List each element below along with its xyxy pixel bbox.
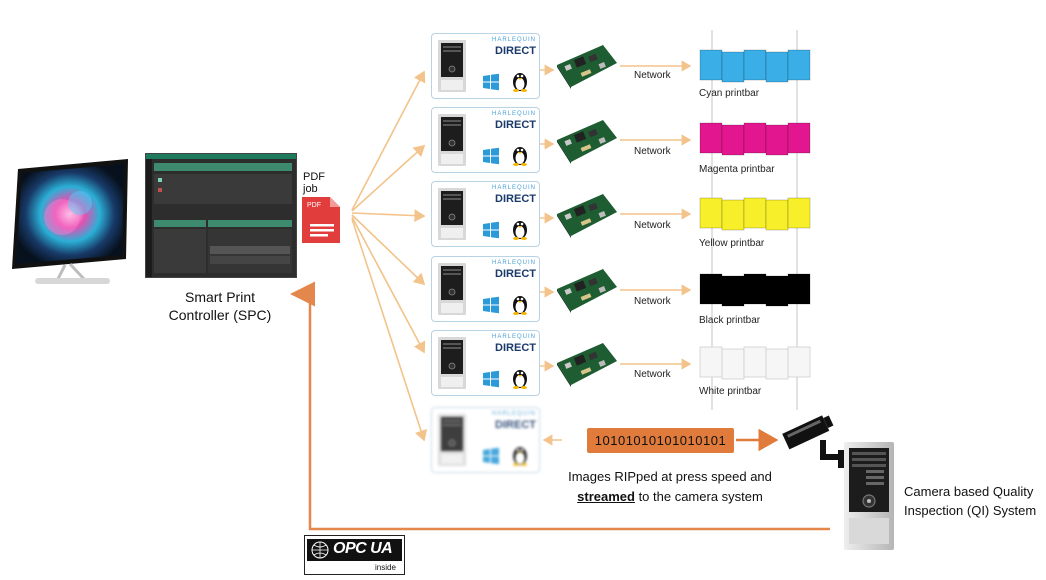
network-label: Network [634, 369, 671, 380]
harlequin-label: HARLEQUIN [491, 334, 536, 340]
pc-tower-icon [438, 263, 466, 315]
pc-tower-icon [438, 414, 466, 466]
pc-tower-icon [438, 40, 466, 92]
qi-label-line1: Camera based Quality [904, 484, 1034, 499]
harlequin-label: HARLEQUIN [491, 411, 536, 417]
printbar-label: Yellow printbar [699, 238, 765, 249]
fan-arrow-white [351, 216, 426, 354]
stream-caption-line1: Images RIPped at press speed and [568, 469, 772, 484]
linux-tux-icon [513, 296, 527, 315]
pdf-icon-text: PDF [307, 202, 321, 209]
printbar-3 [699, 196, 813, 232]
print-head-board-image [553, 43, 619, 89]
windows-icon [483, 447, 499, 465]
stream-caption: Images RIPped at press speed and streame… [568, 467, 772, 507]
direct-label: DIRECT [495, 419, 536, 431]
qi-label-line2: Inspection (QI) System [904, 503, 1037, 518]
linux-tux-icon [513, 447, 527, 466]
direct-label: DIRECT [495, 45, 536, 57]
windows-icon [483, 73, 499, 91]
harlequin-label: HARLEQUIN [491, 260, 536, 266]
rip-box: HARLEQUIN DIRECT [431, 181, 540, 247]
spc-label-line2: Controller (SPC) [168, 307, 272, 323]
printbar-label: Black printbar [699, 315, 761, 326]
bitstream-box: 10101010101010101 [587, 428, 734, 453]
network-label: Network [634, 296, 671, 307]
harlequin-label: HARLEQUIN [491, 185, 536, 191]
network-label: Network [634, 146, 671, 157]
stream-caption-bold: streamed [577, 489, 635, 504]
security-camera-icon [782, 415, 844, 468]
printbar-2 [699, 121, 813, 157]
globe-icon [311, 541, 329, 559]
spc-label-line1: Smart Print [184, 289, 255, 305]
pdf-job-caption: PDF job [303, 171, 325, 195]
pdf-caption-line1: PDF [303, 171, 325, 183]
pc-tower-icon [438, 337, 466, 389]
printbar-label: Magenta printbar [699, 164, 775, 175]
qi-pc-tower-icon [844, 442, 894, 550]
windows-icon [483, 147, 499, 165]
print-head-board-image [553, 118, 619, 164]
rip-box: HARLEQUIN DIRECT [431, 256, 540, 322]
stream-caption-rest: to the camera system [634, 489, 763, 504]
pdf-file-icon: PDF [302, 197, 340, 243]
feedback-loop [290, 281, 830, 531]
fan-arrow-yellow [351, 209, 426, 222]
fan-arrow-qi-rip [351, 218, 428, 442]
linux-tux-icon [513, 147, 527, 166]
printbar-label: White printbar [699, 386, 762, 397]
opc-inside-text: inside [375, 563, 396, 572]
pc-tower-icon [438, 188, 466, 240]
print-head-board-image [553, 341, 619, 387]
qi-label: Camera based Quality Inspection (QI) Sys… [904, 482, 1036, 520]
opc-logo-text: OPC UA [333, 540, 393, 557]
direct-label: DIRECT [495, 119, 536, 131]
windows-icon [483, 221, 499, 239]
printbar-1 [699, 48, 813, 84]
print-head-board-image [553, 192, 619, 238]
windows-icon [483, 370, 499, 388]
printbar-label: Cyan printbar [699, 88, 760, 99]
pdf-caption-line2: job [303, 183, 318, 195]
fan-arrow-magenta [351, 144, 426, 212]
direct-label: DIRECT [495, 268, 536, 280]
rip-box: HARLEQUIN DIRECT [431, 330, 540, 396]
linux-tux-icon [513, 73, 527, 92]
printbar-5 [699, 345, 813, 381]
harlequin-label: HARLEQUIN [491, 37, 536, 43]
rip-box: HARLEQUIN DIRECT [431, 107, 540, 173]
opc-ua-logo: OPC UA inside [304, 535, 405, 575]
stream-caption-line2: streamed to the camera system [568, 487, 772, 507]
direct-label: DIRECT [495, 193, 536, 205]
windows-icon [483, 296, 499, 314]
harlequin-label: HARLEQUIN [491, 111, 536, 117]
network-label: Network [634, 220, 671, 231]
pc-tower-icon [438, 114, 466, 166]
spc-screenshot [145, 153, 297, 278]
spc-label: Smart Print Controller (SPC) [150, 288, 290, 324]
linux-tux-icon [513, 221, 527, 240]
printbar-4 [699, 272, 813, 308]
rip-box: HARLEQUIN DIRECT [431, 33, 540, 99]
network-label: Network [634, 70, 671, 81]
direct-label: DIRECT [495, 342, 536, 354]
fan-arrow-black [351, 214, 426, 286]
linux-tux-icon [513, 370, 527, 389]
fan-arrow-cyan [351, 70, 426, 211]
studio-monitor-image [12, 159, 128, 284]
rip-box-qi: HARLEQUIN DIRECT [431, 407, 540, 473]
print-head-board-image [553, 267, 619, 313]
